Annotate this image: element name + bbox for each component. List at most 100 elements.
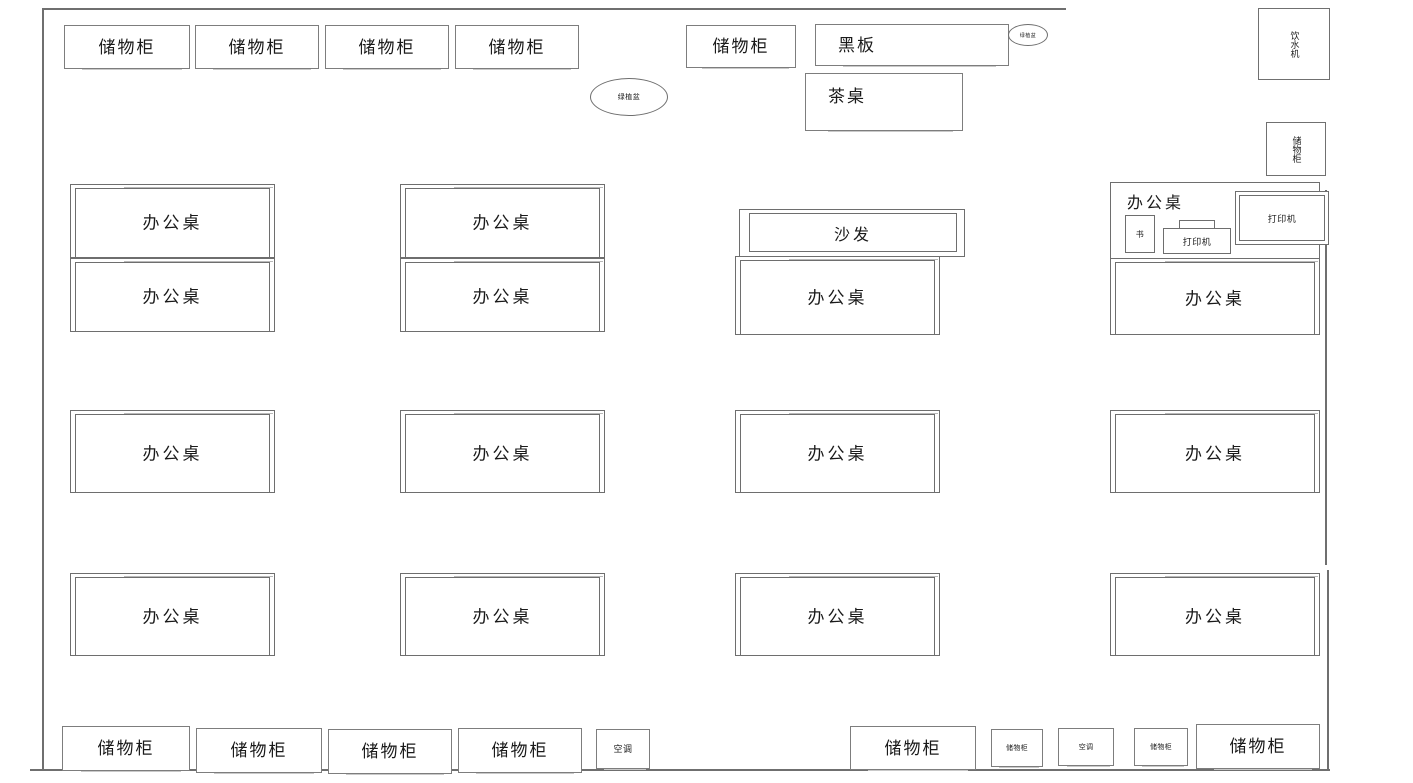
desk-label: 办公桌 [472, 444, 533, 463]
desk-label: 办公桌 [472, 287, 533, 307]
plant-ellipse-1[interactable]: 绿植盆 [590, 78, 668, 116]
desk-lip [788, 259, 938, 260]
desk-lip [453, 413, 603, 414]
printer-1[interactable]: 打印机 [1163, 228, 1231, 254]
desk-row-2-col-3[interactable]: 办公桌 [735, 410, 940, 493]
cabinet-top-1[interactable]: 储物柜 [64, 25, 190, 70]
air-conditioner-br-label: 空调 [1078, 742, 1094, 751]
tea-table-label: 茶桌 [828, 87, 866, 106]
cabinet-bottom-right-1[interactable]: 储物柜 [850, 726, 976, 771]
desk-inner-edge [1115, 577, 1315, 655]
cabinet-top-2[interactable]: 储物柜 [195, 25, 319, 70]
cabinet-bottom-left-3[interactable]: 储物柜 [328, 729, 452, 775]
desk-row-2-col-2[interactable]: 办公桌 [400, 410, 605, 493]
desk-under-sofa[interactable]: 办公桌 [735, 256, 940, 335]
cabinet-bottom-right-2-label: 储物柜 [1006, 743, 1028, 752]
top-wall [42, 8, 1066, 10]
desk-lip [1165, 576, 1318, 577]
desk-pair-1-bottom[interactable]: 办公桌 [70, 258, 275, 332]
desk-label: 办公桌 [142, 607, 203, 626]
desk-label: 办公桌 [1185, 444, 1245, 463]
desk-inner-edge [405, 188, 600, 257]
cabinet-top-3-label: 储物柜 [358, 37, 416, 57]
cabinet-bottom-left-4-label: 储物柜 [491, 741, 549, 760]
cabinet-bottom-right-2[interactable]: 储物柜 [991, 729, 1043, 768]
desk-label: 办公桌 [1185, 289, 1245, 308]
cabinet-top-3[interactable]: 储物柜 [325, 25, 449, 70]
air-conditioner-bl[interactable]: 空调 [596, 729, 650, 770]
desk-row-2-col-4[interactable]: 办公桌 [1110, 410, 1320, 493]
cabinet-bottom-left-2-label: 储物柜 [230, 741, 288, 760]
desk-lip [453, 576, 603, 577]
desk-lip [123, 576, 273, 577]
cabinet-bottom-left-4[interactable]: 储物柜 [458, 728, 582, 774]
left-wall [42, 8, 44, 770]
cabinet-bottom-right-5[interactable]: 储物柜 [1196, 724, 1320, 770]
desk-lip [1165, 261, 1318, 262]
cabinet-top-4[interactable]: 储物柜 [455, 25, 579, 70]
desk-label: 办公桌 [472, 213, 533, 233]
desk-under-printer-cluster[interactable]: 办公桌 [1110, 258, 1320, 335]
desk-inner-edge [405, 262, 600, 331]
desk-label: 办公桌 [807, 288, 868, 307]
desk-inner-edge [405, 577, 600, 655]
plant-ellipse-label: 绿植盆 [1019, 33, 1037, 39]
desk-inner-edge [740, 260, 935, 334]
desk-inner-edge [75, 414, 270, 492]
desk-label: 办公桌 [142, 213, 203, 233]
air-conditioner-br[interactable]: 空调 [1058, 728, 1114, 767]
blackboard[interactable]: 黑板 [815, 24, 1009, 67]
cabinet-bottom-right-5-label: 储物柜 [1229, 737, 1287, 756]
desk-pair-2-bottom[interactable]: 办公桌 [400, 258, 605, 332]
desk-label: 办公桌 [142, 287, 203, 307]
printer-2-label: 打印机 [1267, 213, 1297, 224]
desk-label: 办公桌 [472, 607, 533, 626]
cabinet-top-2-label: 储物柜 [228, 37, 286, 57]
sofa-seat: 沙发 [749, 213, 957, 252]
cabinet-bottom-left-1[interactable]: 储物柜 [62, 726, 190, 772]
edge-box-2[interactable]: 储物柜 [1266, 122, 1326, 176]
desk-row-2-col-1[interactable]: 办公桌 [70, 410, 275, 493]
tea-table[interactable]: 茶桌 [805, 73, 963, 132]
cabinet-bottom-right-1-label: 储物柜 [884, 738, 942, 758]
desk-inner-edge [405, 414, 600, 492]
desk-lip [123, 413, 273, 414]
desk-row-3-col-1[interactable]: 办公桌 [70, 573, 275, 656]
edge-box-label: 储物柜 [1291, 135, 1302, 163]
cluster-desk-label: 办公桌 [1127, 195, 1185, 212]
books-box-label: 书 [1135, 229, 1145, 239]
cabinet-top-5-label: 储物柜 [712, 37, 770, 56]
cabinet-bottom-left-2[interactable]: 储物柜 [196, 728, 322, 774]
desk-label: 办公桌 [142, 444, 203, 463]
blackboard-label: 黑板 [838, 35, 876, 55]
desk-lip [788, 413, 938, 414]
cabinet-top-4-label: 储物柜 [488, 37, 546, 57]
desk-pair-2-top[interactable]: 办公桌 [400, 184, 605, 258]
desk-row-3-col-2[interactable]: 办公桌 [400, 573, 605, 656]
printer-2[interactable]: 打印机 [1239, 195, 1325, 241]
desk-row-3-col-3[interactable]: 办公桌 [735, 573, 940, 656]
air-conditioner-bl-label: 空调 [613, 743, 633, 754]
cabinet-bottom-left-1-label: 储物柜 [97, 739, 155, 758]
right-wall-lower [1327, 570, 1329, 770]
desk-pair-1-top[interactable]: 办公桌 [70, 184, 275, 258]
bottom-wall [30, 769, 1330, 771]
desk-label: 办公桌 [807, 607, 868, 626]
desk-lip [788, 576, 938, 577]
plant-ellipse-2[interactable]: 绿植盆 [1008, 24, 1048, 46]
sofa[interactable]: 沙发 [739, 209, 965, 257]
desk-lip [123, 261, 273, 262]
edge-box-label: 饮水机 [1289, 30, 1300, 58]
books-box[interactable]: 书 [1125, 215, 1155, 253]
cabinet-bottom-left-3-label: 储物柜 [361, 742, 419, 761]
plant-ellipse-label: 绿植盆 [617, 93, 641, 101]
cabinet-bottom-right-4[interactable]: 储物柜 [1134, 728, 1188, 767]
desk-row-3-col-4[interactable]: 办公桌 [1110, 573, 1320, 656]
desk-label: 办公桌 [1185, 607, 1245, 626]
desk-inner-edge [75, 577, 270, 655]
printer-desk-cluster[interactable]: 办公桌 书打印机打印机 [1110, 182, 1329, 260]
edge-box-1[interactable]: 饮水机 [1258, 8, 1330, 80]
desk-inner-edge [1115, 262, 1315, 334]
desk-label: 办公桌 [807, 444, 868, 463]
cabinet-top-5[interactable]: 储物柜 [686, 25, 796, 69]
